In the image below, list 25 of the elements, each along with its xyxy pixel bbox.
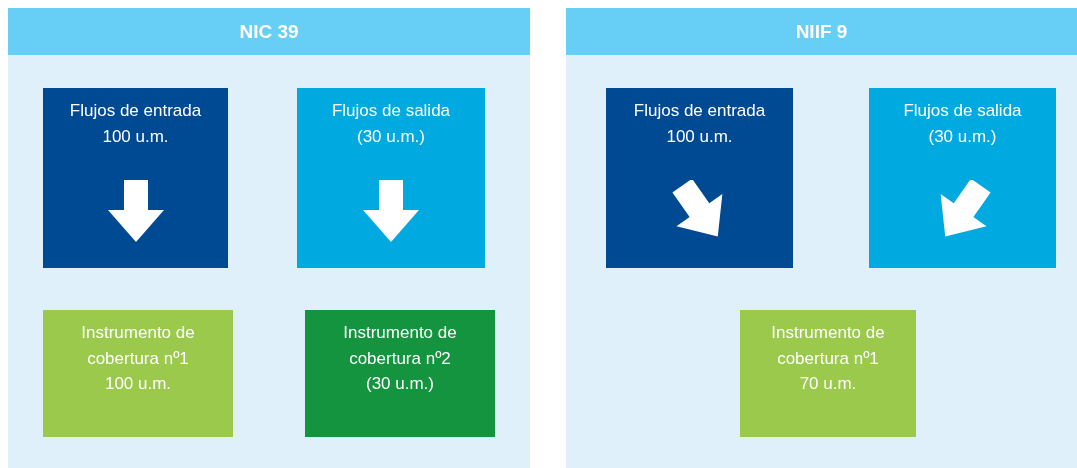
box-text: Flujos de salida [331, 100, 451, 122]
box-text: (30 u.m.) [357, 125, 425, 148]
flow-box [43, 88, 228, 268]
box-text: Instrumento de cobertura nº2 [342, 322, 458, 370]
panel [566, 8, 1077, 468]
flow-box [740, 310, 916, 437]
panel-header: NIIF 9 [566, 8, 1077, 55]
box-text: (30 u.m.) [928, 125, 997, 148]
box-text: Flujos de salida [903, 100, 1022, 122]
flow-box [297, 88, 485, 268]
box-text: 100 u.m. [102, 125, 169, 148]
flow-box [43, 310, 233, 437]
box-text: Instrumento de cobertura nº1 [770, 322, 886, 370]
box-text: Flujos de entrada [69, 100, 202, 122]
box-text: Instrumento de cobertura nº1 [80, 322, 196, 370]
panel [8, 8, 530, 468]
box-text: (30 u.m.) [366, 373, 434, 395]
flow-box [606, 88, 793, 268]
flow-box [305, 310, 495, 437]
panel-header: NIC 39 [8, 8, 530, 55]
box-text: 100 u.m. [666, 125, 733, 148]
flow-box [869, 88, 1056, 268]
box-text: 100 u.m. [104, 373, 172, 395]
box-text: 70 u.m. [799, 373, 857, 395]
box-text: Flujos de entrada [633, 100, 766, 122]
